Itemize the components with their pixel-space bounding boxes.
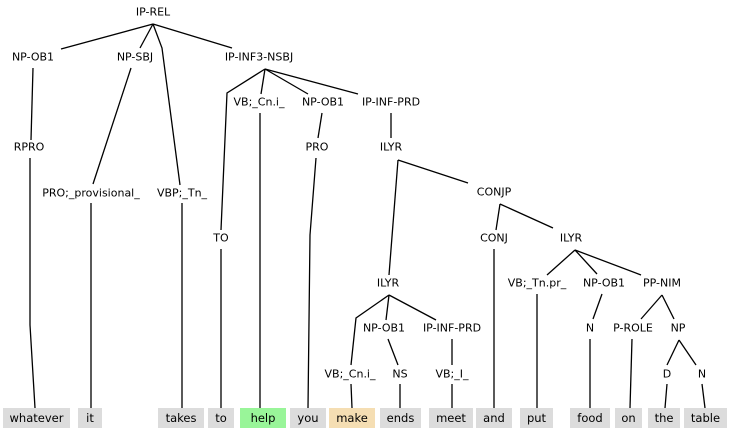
node-ns: NS [392,367,408,381]
leaf-the: the [648,408,680,428]
node-n: N [697,367,707,381]
leaf-make: make [329,408,375,428]
leaf-ends: ends [380,408,421,428]
node-ip-inf-prd: IP-INF-PRD [361,95,421,109]
leaf-on: on [615,408,642,428]
node-pp-nim: PP-NIM [643,276,681,290]
node-np-ob1: NP-OB1 [11,50,55,64]
node-conj: CONJ [480,231,508,245]
node-vb-i: VB;_I_ [435,367,469,381]
leaf-and: and [476,408,512,428]
leaf-meet: meet [429,408,473,428]
node-pro: PRO [305,140,329,154]
node-rpro: RPRO [13,140,45,154]
node-p-role: P-ROLE [613,321,653,335]
node-np: NP [670,321,686,335]
leaf-takes: takes [158,408,204,428]
leaf-to: to [208,408,234,428]
leaf-you: you [290,408,326,428]
node-conjp: CONJP [476,185,512,199]
node-ilyr: ILYR [379,140,403,154]
node-n: N [585,321,595,335]
leaf-food: food [570,408,610,428]
leaf-help: help [240,408,286,428]
node-d: D [662,367,672,381]
leaf-it: it [78,408,102,428]
node-np-ob1: NP-OB1 [301,95,345,109]
leaf-whatever: whatever [3,408,70,428]
leaf-table: table [684,408,727,428]
node-pro-provisional: PRO;_provisional_ [42,186,140,200]
leaf-put: put [520,408,553,428]
node-ilyr: ILYR [559,231,583,245]
node-np-ob1: NP-OB1 [362,321,406,335]
node-np-ob1: NP-OB1 [582,276,626,290]
node-vb-tnpr: VB;_Tn.pr_ [507,276,567,290]
node-vb-cni: VB;_Cn.i_ [233,95,285,109]
node-vbp-tn: VBP;_Tn_ [156,186,208,200]
node-np-sbj: NP-SBJ [116,50,154,64]
node-ilyr: ILYR [376,276,400,290]
node-ip-inf-prd: IP-INF-PRD [422,321,482,335]
node-vb-cni: VB;_Cn.i_ [324,367,376,381]
node-to: TO [213,231,229,245]
node-ip-rel: IP-REL [135,5,171,19]
node-ip-inf3-nsbj: IP-INF3-NSBJ [224,50,294,64]
